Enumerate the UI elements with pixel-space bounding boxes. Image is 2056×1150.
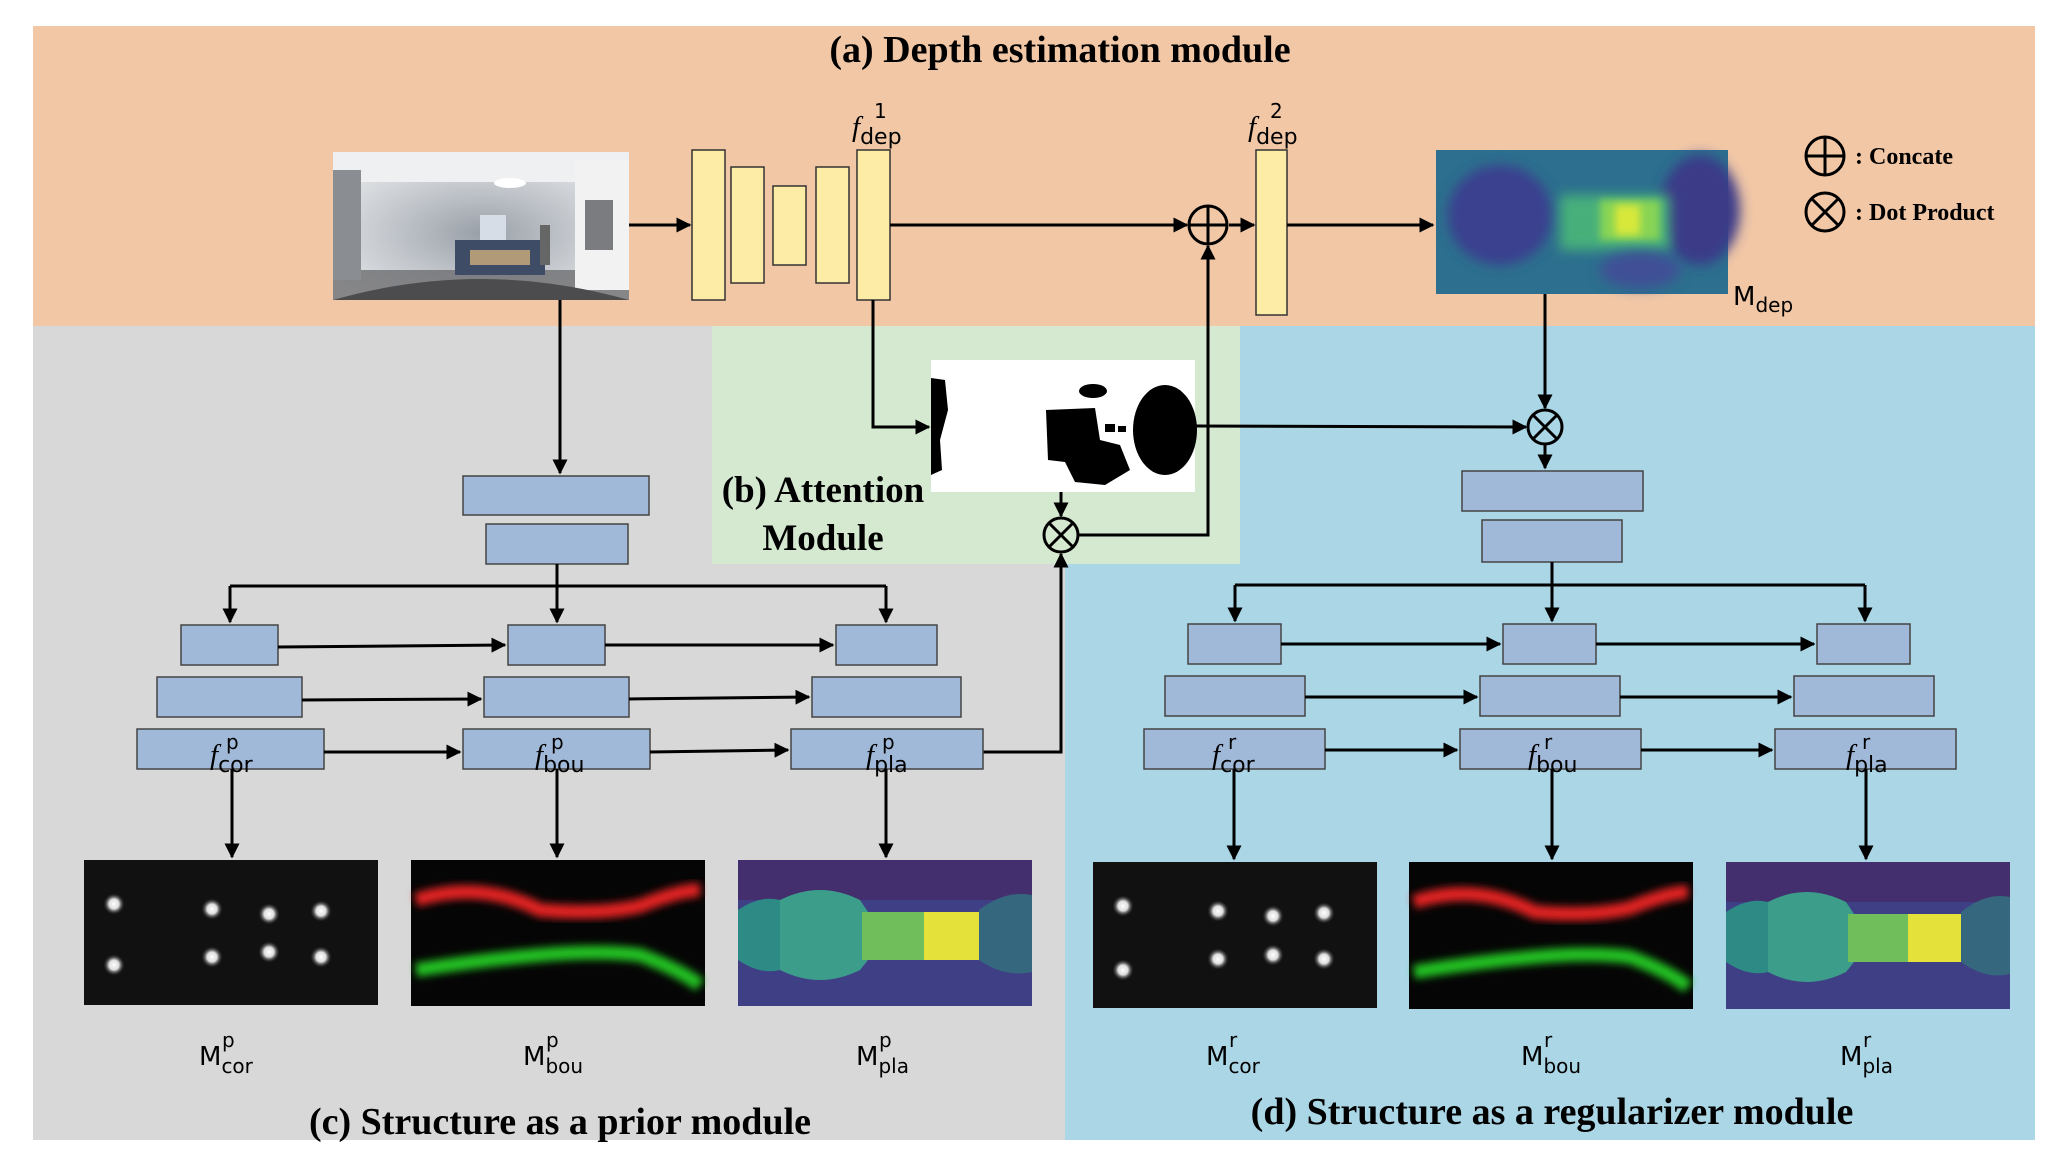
encoder-block-2	[730, 166, 765, 284]
reg-stem-block-1	[1461, 470, 1644, 512]
svg-text:r: r	[1544, 730, 1553, 754]
concat-legend-label: : Concate	[1855, 144, 1953, 170]
dot-product-legend-label: : Dot Product	[1855, 200, 1995, 226]
prior-pla-feature-label: fpla p	[866, 730, 908, 778]
attention-map-image	[931, 360, 1197, 492]
depth-encoder-decoder	[691, 149, 891, 301]
regularizer-module-network	[1143, 470, 1957, 770]
prior-boundary-map-image	[411, 860, 705, 1006]
depth-module-title: (a) Depth estimation module	[829, 29, 1290, 71]
svg-text:p: p	[551, 730, 564, 754]
prior-module-network	[136, 475, 984, 770]
svg-text:r: r	[1862, 730, 1871, 754]
svg-text:r: r	[1229, 1028, 1238, 1052]
prior-pla-block-2	[811, 676, 962, 718]
svg-text:r: r	[1863, 1028, 1872, 1052]
dot-product-legend-icon	[1804, 191, 1846, 233]
reg-corner-map-image	[1093, 862, 1377, 1008]
svg-text:Mpla: Mpla	[856, 1042, 909, 1078]
reg-pla-feature-block	[1774, 728, 1957, 770]
reg-boundary-map-image	[1409, 862, 1693, 1009]
reg-plane-map-image	[1726, 862, 2010, 1009]
prior-cor-block-1	[180, 624, 279, 666]
prior-cor-map-label: Mcor p	[199, 1028, 254, 1078]
depth-map-image	[1436, 150, 1740, 294]
encoder-block-1	[691, 149, 726, 301]
reg-stem-block-2	[1481, 519, 1623, 563]
regularizer-arrows	[1226, 562, 1874, 861]
reg-pla-map-label: Mpla r	[1840, 1028, 1893, 1078]
svg-text:fpla: fpla	[1846, 739, 1888, 778]
reg-cor-feature-block	[1143, 728, 1326, 770]
prior-stem-block-2	[485, 523, 629, 565]
prior-cor-block-2	[156, 676, 303, 718]
svg-text:r: r	[1228, 730, 1237, 754]
reg-bou-map-label: Mbou r	[1521, 1028, 1581, 1078]
svg-text:fpla: fpla	[866, 739, 908, 778]
prior-bou-block-2	[483, 676, 630, 718]
svg-text:Mpla: Mpla	[1840, 1042, 1893, 1078]
prior-bou-block-1	[507, 624, 606, 666]
svg-text:r: r	[1544, 1028, 1553, 1052]
attention-module-title-1: (b) Attention	[722, 470, 925, 511]
reg-pla-feature-label: fpla r	[1846, 730, 1888, 778]
prior-module-title: (c) Structure as a prior module	[309, 1101, 811, 1143]
concat-operator-icon	[1187, 204, 1229, 246]
regularizer-module-title: (d) Structure as a regularizer module	[1251, 1091, 1854, 1133]
svg-text:p: p	[222, 1028, 235, 1052]
prior-corner-map-image	[84, 860, 378, 1005]
reg-pla-block-1	[1816, 623, 1911, 665]
prior-pla-block-1	[835, 624, 938, 666]
reg-cor-map-label: Mcor r	[1206, 1028, 1261, 1078]
reg-cor-block-2	[1164, 675, 1306, 717]
prior-cor-feature-block	[136, 728, 325, 770]
svg-text:Mbou: Mbou	[1521, 1042, 1581, 1078]
svg-text:p: p	[882, 730, 895, 754]
main-arrows	[552, 217, 1553, 754]
svg-text:p: p	[546, 1028, 559, 1052]
f-dep-2-sup: 2	[1270, 99, 1283, 123]
f-dep-1-sup: 1	[874, 99, 887, 123]
prior-bou-map-label: Mbou p	[523, 1028, 583, 1078]
encoder-block-3	[772, 185, 807, 266]
reg-cor-block-1	[1187, 623, 1282, 665]
svg-text:Mcor: Mcor	[199, 1042, 254, 1078]
prior-pla-map-label: Mpla p	[856, 1028, 909, 1078]
input-panorama-image	[333, 152, 629, 300]
prior-arrows	[222, 564, 894, 859]
prior-plane-map-image	[738, 860, 1032, 1006]
prior-stem-block-1	[462, 475, 650, 516]
reg-bou-block-2	[1479, 675, 1621, 717]
svg-text:Mcor: Mcor	[1206, 1042, 1261, 1078]
svg-text:p: p	[226, 730, 239, 754]
attention-module-title-2: Module	[762, 518, 883, 559]
prior-pla-feature-block	[790, 728, 984, 770]
decoder-block-2	[856, 149, 891, 301]
reg-pla-block-2	[1793, 675, 1935, 717]
reg-bou-block-1	[1502, 623, 1597, 665]
m-dep-label: Mdep	[1733, 282, 1793, 317]
svg-text:Mbou: Mbou	[523, 1042, 583, 1078]
concat-legend-icon	[1804, 135, 1846, 177]
decoder-block-1	[815, 166, 850, 284]
f-dep-2-block	[1255, 149, 1288, 316]
svg-text:p: p	[879, 1028, 892, 1052]
